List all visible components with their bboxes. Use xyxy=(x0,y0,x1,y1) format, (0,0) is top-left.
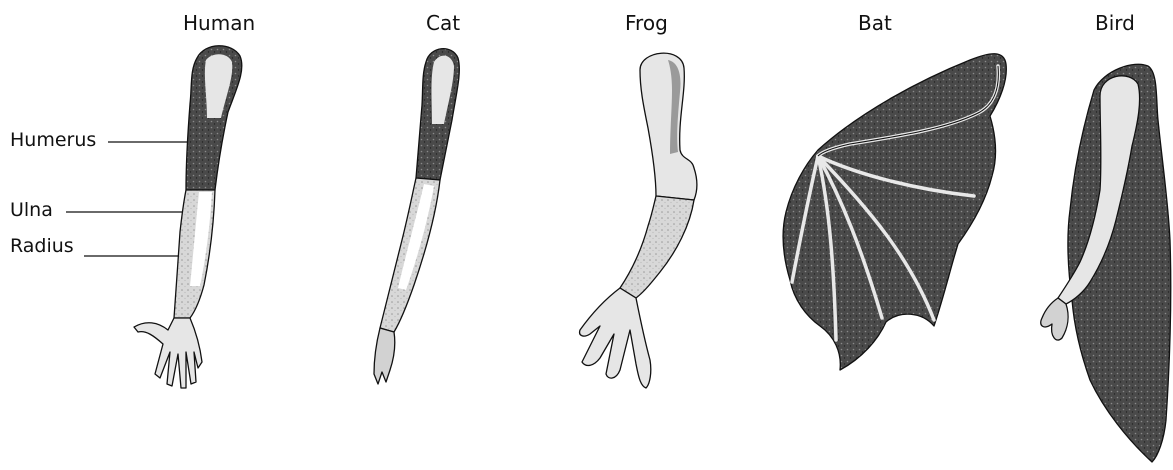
ulna-label: Ulna xyxy=(10,200,53,220)
cat-label: Cat xyxy=(426,12,460,34)
bat-limb xyxy=(783,54,1006,370)
humerus-label: Humerus xyxy=(10,130,96,150)
bat-wing-membrane xyxy=(783,54,1006,370)
human-limb xyxy=(134,46,242,388)
human-hand xyxy=(134,318,202,388)
bird-label: Bird xyxy=(1095,12,1135,34)
cat-limb xyxy=(374,49,459,384)
frog-label: Frog xyxy=(625,12,668,34)
label-pointer-lines xyxy=(66,142,198,256)
bat-label: Bat xyxy=(858,12,892,34)
bird-limb xyxy=(1041,64,1171,462)
radius-label: Radius xyxy=(10,236,74,256)
human-label: Human xyxy=(183,12,255,34)
frog-limb xyxy=(580,53,697,388)
